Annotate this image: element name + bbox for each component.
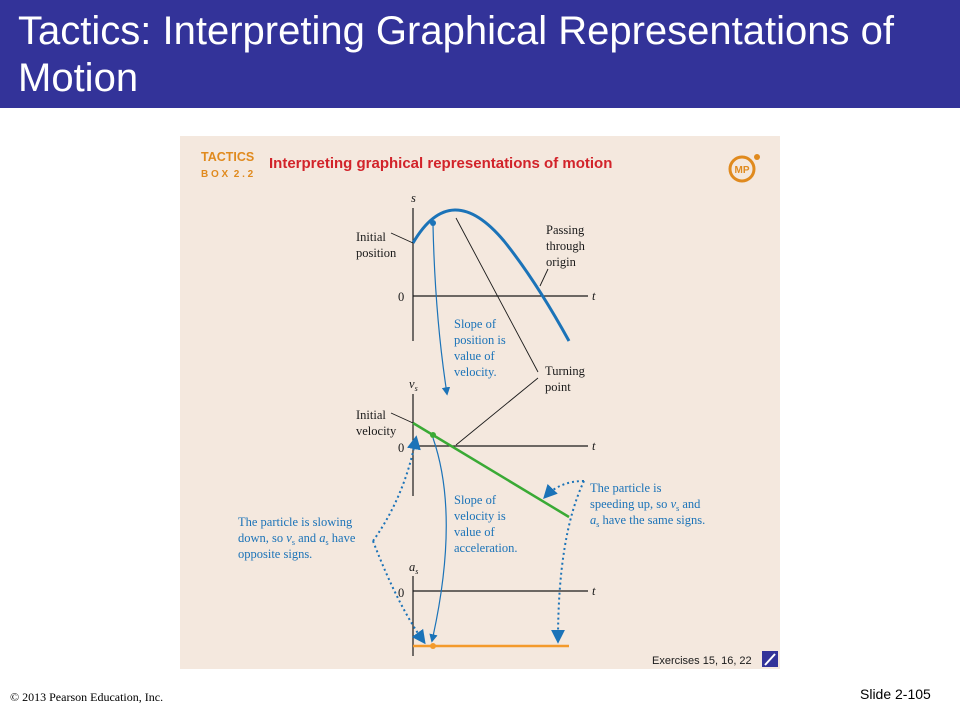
velocity-line: [412, 421, 570, 519]
acceleration-zero-label: 0: [398, 586, 404, 600]
box-number: B O X 2 . 2: [201, 169, 254, 180]
position-tangent-point: [430, 220, 436, 226]
velocity-slope-point: [430, 432, 436, 438]
position-curve: [411, 208, 571, 342]
acceleration-time-label: t: [592, 584, 596, 598]
position-zero-label: 0: [398, 290, 404, 304]
slope-position-arrow: [432, 224, 451, 396]
position-time-label: t: [592, 289, 596, 303]
acceleration-axis-label: as: [409, 560, 418, 576]
velocity-time-label: t: [592, 439, 596, 453]
acceleration-graph: as t 0: [398, 560, 596, 656]
tactics-box-figure: TACTICS B O X 2 . 2 Interpreting graphic…: [180, 136, 780, 669]
velocity-zero-label: 0: [398, 441, 404, 455]
leader-lines: [390, 217, 549, 446]
acceleration-point: [430, 643, 436, 649]
initial-position-label: Initial position: [356, 230, 397, 260]
exercises-label: Exercises 15, 16, 22: [652, 655, 752, 667]
initial-velocity-label: Initial velocity: [356, 408, 397, 438]
position-axis-label: s: [411, 191, 416, 205]
slowing-down-label: The particle is slowing down, so vs and …: [238, 515, 359, 561]
panel-background: [180, 136, 780, 669]
slope-position-label: Slope of position is value of velocity.: [454, 317, 509, 379]
dotted-arrows: [372, 435, 585, 645]
mp-icon: MP: [728, 154, 760, 183]
title-bar: Tactics: Interpreting Graphical Represen…: [0, 0, 960, 108]
passing-origin-label: Passing through origin: [546, 223, 588, 269]
slope-velocity-label: Slope of velocity is value of accelerati…: [454, 493, 518, 555]
slope-velocity-arrow: [429, 437, 447, 643]
velocity-graph: vs t 0: [398, 377, 596, 519]
tactics-label: TACTICS: [201, 150, 254, 164]
speeding-up-label: The particle is speeding up, so vs and a…: [590, 481, 705, 529]
box-heading: Interpreting graphical representations o…: [269, 155, 612, 172]
turning-point-label: Turning point: [545, 364, 588, 394]
copyright-text: © 2013 Pearson Education, Inc.: [10, 690, 164, 704]
position-graph: s t 0: [398, 191, 596, 342]
mp-badge-text: MP: [735, 165, 750, 176]
pencil-icon: [762, 651, 778, 667]
velocity-axis-label: vs: [409, 377, 418, 393]
slide-number: Slide 2-105: [860, 686, 931, 702]
slide-title: Tactics: Interpreting Graphical Represen…: [18, 9, 894, 100]
